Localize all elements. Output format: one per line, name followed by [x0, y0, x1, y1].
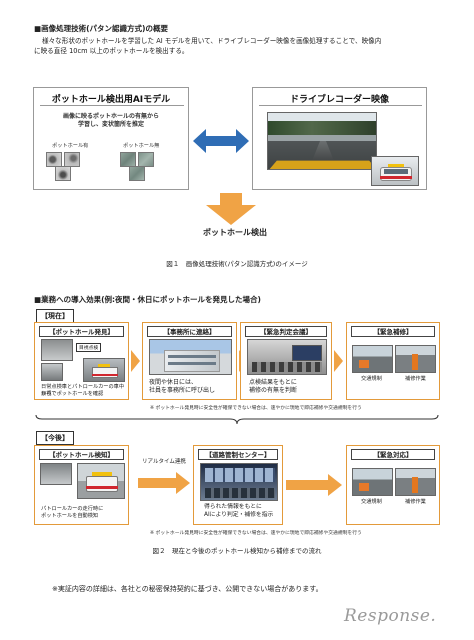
brace-divider	[35, 414, 439, 425]
step-title: 【緊急判定会議】	[245, 326, 327, 337]
step-title: 【緊急対応】	[351, 449, 435, 460]
step-title: 【道路管制センター】	[198, 449, 278, 460]
road-check-image	[41, 339, 73, 361]
future-step-control-center: 【道路管制センター】 得られた情報をもとに AIにより判定・補修を指示	[193, 445, 283, 525]
future-footnote: ※ ポットホール発見時に安全性が確保できない場合は、速やかに現地で即応補修や交通…	[150, 531, 362, 536]
current-step-emergency-meeting: 【緊急判定会議】 点検結果をもとに 補修の有無を判断	[240, 322, 332, 400]
bidirectional-arrow-icon	[193, 129, 249, 153]
patrol-car-image	[83, 358, 125, 382]
current-label: 【現在】	[36, 309, 74, 323]
road-sample-image	[138, 152, 154, 167]
photo-label-repair: 補修作業	[405, 376, 426, 382]
step-note-2: AIにより判定・補修を指示	[204, 512, 274, 518]
footer-note: ※実証内容の詳細は、各社との秘密保持契約に基づき、公開できない場合があります。	[52, 585, 323, 593]
dashcam-image	[267, 112, 377, 170]
step-note-1: パトロールカーの走行時に	[41, 506, 104, 512]
step-title: 【ポットホール発見】	[39, 326, 124, 337]
ai-model-panel-title: ポットホール検出用AIモデル	[51, 95, 171, 105]
step-note-2: 補修の有無を判断	[249, 387, 298, 394]
down-arrow-icon	[206, 193, 256, 225]
panel-divider	[40, 105, 184, 106]
dashcam-image	[40, 463, 72, 485]
step-note-1: 点検結果をもとに	[249, 379, 297, 386]
step-note-1: 夜間や休日には、	[149, 379, 198, 386]
section1-intro-line1: 様々な形状のポットホールを学習した AI モデルを用いて、ドライブレコーダー映像…	[42, 37, 382, 45]
road-sample-image	[120, 152, 136, 167]
step-title: 【事務所に連絡】	[147, 326, 232, 337]
figure2-caption: 図２ 現在と今後のポットホール検知から補修までの流れ	[152, 547, 322, 555]
figure1-caption: 図１ 画像処理技術(パタン認識方式)のイメージ	[166, 260, 308, 268]
current-step-pothole-found: 【ポットホール発見】 目視点検 日常点検車とパトロールカーの車中から 目視でポッ…	[34, 322, 129, 400]
patrol-car-image	[371, 156, 419, 186]
step-note-1: 日常点検車とパトロールカーの車中から	[41, 384, 125, 397]
office-building-image	[149, 339, 232, 375]
traffic-control-image	[352, 345, 393, 373]
step-note-2: 社員を事務所に呼び出し	[149, 387, 216, 394]
control-center-image	[200, 463, 278, 501]
ai-model-desc-1: 画像に映るポットホールの有無から	[62, 113, 159, 120]
step-title: 【ポットホール検知】	[39, 449, 124, 460]
section1-intro-line2: に映る直径 10cm 以上のポットホールを検出する。	[34, 47, 189, 55]
ai-model-desc-2: 学習し、変状箇所を推定	[77, 121, 144, 128]
step-note-2: ポットホールを自動検知	[41, 513, 99, 519]
photo-label-repair: 補修作業	[405, 499, 426, 505]
label-without-pothole: ポットホール無	[123, 143, 160, 149]
ai-model-panel: ポットホール検出用AIモデル 画像に映るポットホールの有無から 学習し、変状箇所…	[33, 87, 189, 190]
current-step-contact-office: 【事務所に連絡】 夜間や休日には、 社員を事務所に呼び出し	[142, 322, 237, 400]
dashcam-panel: ドライブレコーダー映像	[252, 87, 427, 190]
flow-arrow-icon	[334, 350, 343, 372]
pothole-sample-image	[46, 152, 62, 167]
step-note-1: 得られた情報をもとに	[204, 504, 262, 510]
repair-work-image	[395, 468, 436, 496]
panel-divider	[259, 105, 422, 106]
current-footnote: ※ ポットホール発見時に安全性が確保できない場合は、速やかに現地で即応補修や交通…	[150, 406, 362, 411]
road-sample-image	[129, 166, 145, 181]
repair-work-image	[395, 345, 436, 373]
response-watermark: Response.	[344, 606, 437, 626]
step-title: 【緊急補修】	[351, 326, 435, 337]
future-label: 【今後】	[36, 431, 74, 445]
flow-arrow-icon	[286, 474, 342, 496]
label-with-pothole: ポットホール有	[52, 143, 89, 149]
realtime-arrow-icon	[138, 472, 190, 494]
patrol-car-image	[77, 463, 125, 499]
future-step-pothole-detect: 【ポットホール検知】 パトロールカーの走行時に ポットホールを自動検知	[34, 445, 129, 525]
photo-label-traffic: 交通規制	[361, 376, 382, 382]
road-image	[41, 363, 63, 381]
pothole-detection-result: ポットホール検出	[203, 228, 267, 237]
section2-title: ■業務への導入効果(例:夜間・休日にポットホールを発見した場合)	[34, 295, 261, 304]
meeting-room-image	[247, 339, 327, 375]
visual-inspection-tag: 目視点検	[76, 343, 102, 352]
dashcam-panel-title: ドライブレコーダー映像	[289, 95, 389, 105]
future-step-emergency-response: 【緊急対応】 交通規制 補修作業	[346, 445, 440, 525]
photo-label-traffic: 交通規制	[361, 499, 382, 505]
step-note-2: 目視でポットホールを確認	[41, 391, 104, 397]
flow-arrow-icon	[131, 350, 140, 372]
realtime-link-label: リアルタイム連携	[142, 459, 186, 465]
pothole-sample-image	[64, 152, 80, 167]
traffic-control-image	[352, 468, 393, 496]
pothole-sample-image	[55, 166, 71, 181]
section1-title: ■画像処理技術(パタン認識方式)の概要	[34, 24, 168, 33]
current-step-emergency-repair: 【緊急補修】 交通規制 補修作業	[346, 322, 440, 400]
